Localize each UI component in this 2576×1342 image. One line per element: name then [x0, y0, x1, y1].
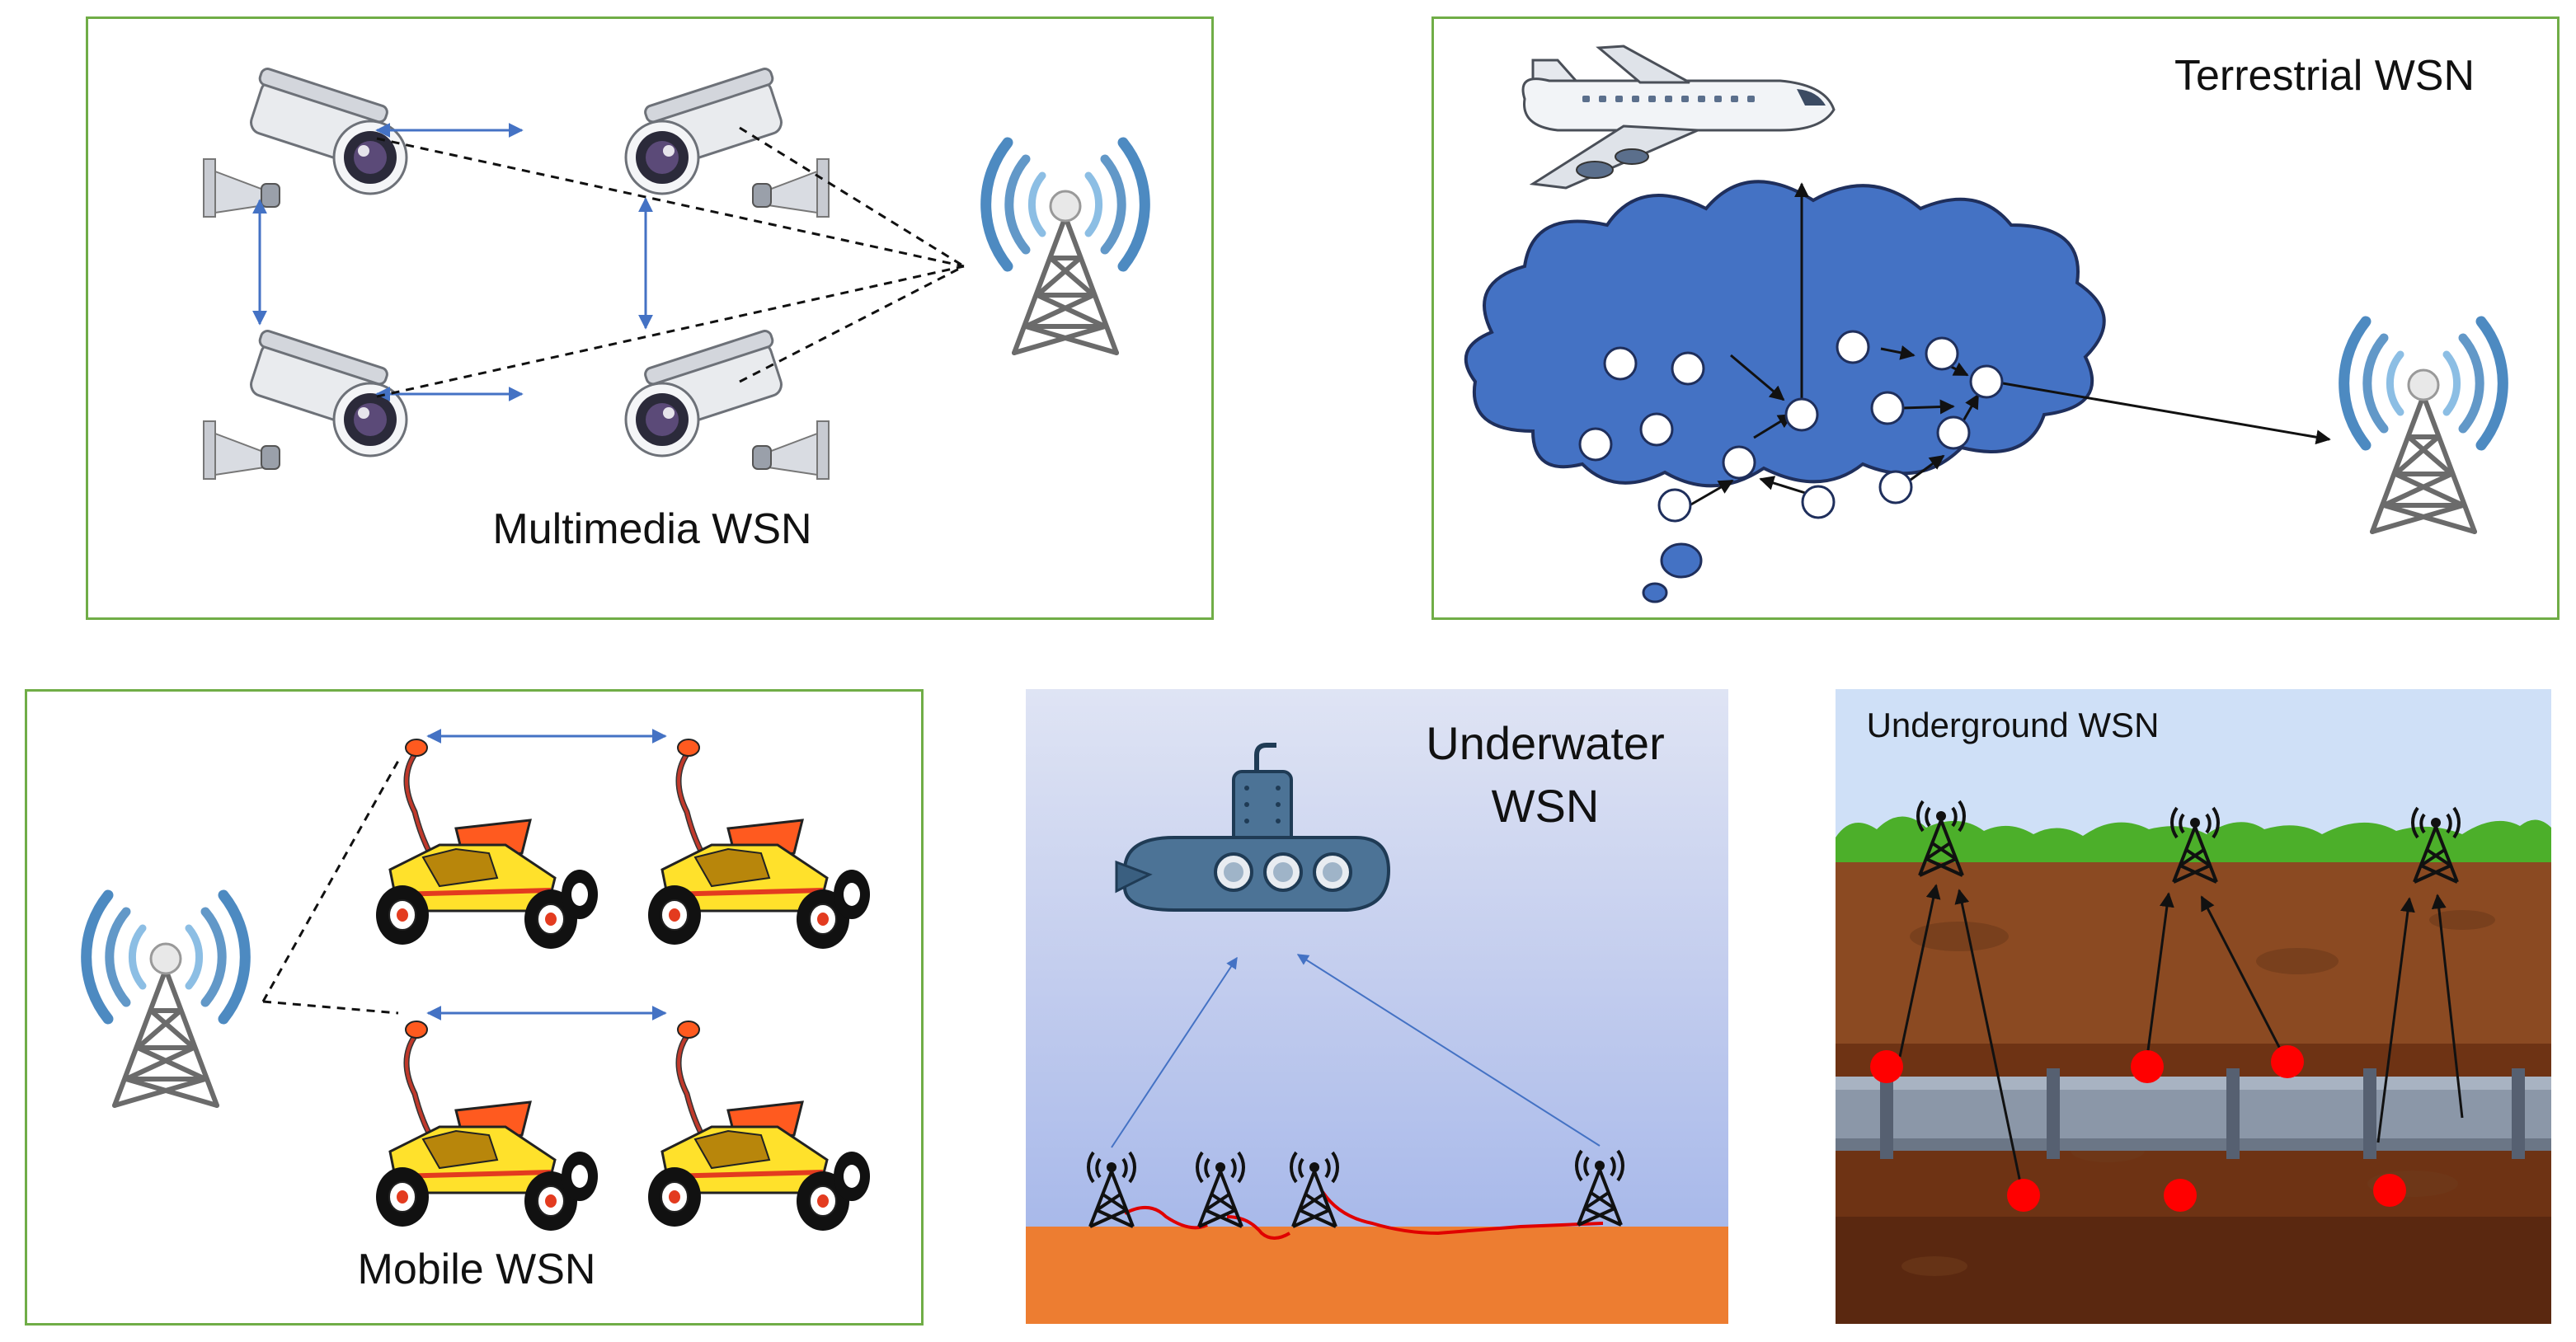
rc-car-icon [648, 1021, 870, 1231]
underwater-wsn-diagram [1026, 743, 1728, 1324]
terrestrial-wsn-diagram [1464, 45, 2562, 603]
sensor-dot [2164, 1179, 2197, 1212]
sensor-node-icon [1836, 330, 1870, 364]
panel-title: Mobile WSN [357, 1246, 596, 1293]
airplane-icon [1521, 45, 1836, 190]
sensor-dot [2373, 1174, 2406, 1207]
sensor-node-icon [1784, 397, 1819, 432]
underwater-wsn-panel: Underwater WSN [1026, 689, 1728, 1324]
cell-tower-icon [87, 895, 246, 1105]
underground-wsn-diagram [1836, 800, 2551, 1324]
security-camera-icon [624, 65, 830, 218]
sensor-dot [1870, 1050, 1903, 1083]
cell-tower-icon [986, 143, 1145, 353]
panel-title-line1: Underwater [1426, 717, 1665, 769]
sensor-node-icon [1722, 445, 1756, 480]
cell-tower-icon [2344, 321, 2503, 532]
sensor-node-icon [1936, 415, 1971, 450]
rc-car-icon [376, 739, 598, 949]
camera-links [252, 123, 653, 401]
sensor-node-icon [1639, 412, 1674, 447]
rc-car-icon [376, 1021, 598, 1231]
sensor-node-icon [1870, 391, 1905, 425]
multimedia-wsn-panel: Multimedia WSN [86, 16, 1214, 620]
multimedia-wsn-diagram [202, 65, 1216, 481]
panel-title: Multimedia WSN [492, 505, 812, 553]
sensor-node-icon [1969, 364, 2004, 399]
security-camera-icon [202, 65, 408, 218]
sensor-node-icon [1671, 351, 1705, 386]
small-tower-icon [1575, 1149, 1624, 1227]
security-camera-icon [202, 327, 408, 481]
submarine-icon [1115, 743, 1391, 912]
panel-title-line2: WSN [1491, 780, 1600, 832]
small-tower-icon [1196, 1151, 1245, 1228]
cloud-icon [1464, 180, 2106, 603]
mobile-wsn-diagram [27, 729, 926, 1328]
small-tower-icon [1087, 1151, 1136, 1228]
small-tower-icon [1290, 1151, 1339, 1228]
sensor-node-icon [1801, 485, 1836, 519]
sensor-dot [2007, 1179, 2040, 1212]
sensor-node-icon [1925, 336, 1959, 371]
panel-title: Terrestrial WSN [2174, 52, 2475, 100]
rc-car-icon [648, 739, 870, 949]
sensor-dot [2271, 1045, 2304, 1078]
terrestrial-wsn-panel: Terrestrial WSN [1431, 16, 2560, 620]
sensor-node-icon [1657, 488, 1692, 523]
underground-wsn-panel: Underground WSN [1836, 689, 2551, 1324]
sensor-node-icon [1878, 470, 1913, 504]
panel-title: Underground WSN [1866, 706, 2160, 744]
mobile-wsn-panel: Mobile WSN [25, 689, 924, 1326]
sensor-node-icon [1578, 427, 1613, 462]
sea-floor [1026, 1227, 1728, 1324]
tower-links [376, 126, 965, 398]
sensor-dot [2131, 1050, 2164, 1083]
sensor-node-icon [1603, 346, 1638, 381]
pipeline [1836, 1068, 2551, 1159]
